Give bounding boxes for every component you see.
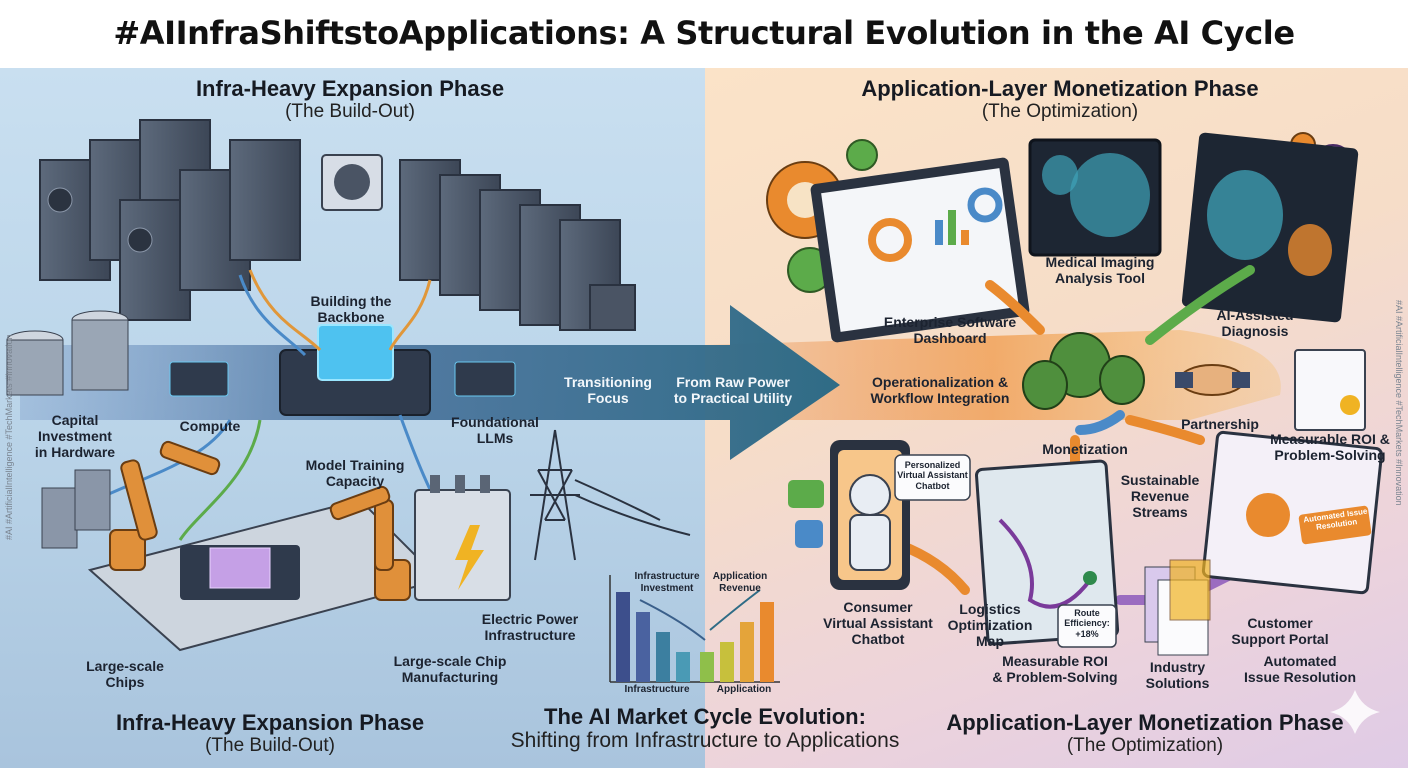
app-bar-1: [700, 652, 714, 682]
label-raw-power: From Raw Power to Practical Utility: [673, 374, 793, 407]
label-manufacturing: Large-scale Chip Manufacturing: [393, 653, 507, 686]
label-power: Electric Power Infrastructure: [481, 611, 579, 644]
main-processor-chip: [279, 324, 431, 416]
app-trend-arrow: [709, 589, 761, 631]
electric-power-unit: [414, 475, 511, 601]
label-resolution: Automated Issue Resolution: [1243, 653, 1357, 686]
label-monetization: Monetization: [1042, 441, 1128, 457]
label-training: Model Training Capacity: [305, 457, 405, 490]
app-bar-2: [720, 642, 734, 682]
compute-chip: [169, 361, 229, 397]
gears: [766, 132, 1354, 293]
side-hashtags-right: #AI #ArtificialIntelligence #TechMarkets…: [1394, 300, 1404, 506]
label-chips: Large-scale Chips: [86, 658, 164, 691]
top-left-phase-sub: (The Build-Out): [285, 101, 415, 123]
medical-imaging-screen: [1028, 138, 1162, 257]
chart-legend-app: Application Revenue: [712, 571, 768, 594]
side-hashtags-left: #AI #ArtificialIntelligence #TechMarkets…: [4, 334, 14, 540]
chatbot-bubble-text: Personalized Virtual Assistant Chatbot: [897, 460, 968, 491]
label-ops: Operationalization & Workflow Integratio…: [870, 374, 1010, 407]
label-chatbot: Consumer Virtual Assistant Chatbot: [823, 599, 933, 648]
top-right-phase-sub: (The Optimization): [981, 101, 1139, 123]
sparkle-icon: [1330, 690, 1380, 734]
document-icon: [1294, 349, 1366, 431]
chart-xlabel-infra: Infrastructure: [624, 684, 690, 695]
label-industry: Industry Solutions: [1145, 659, 1210, 692]
top-left-phase-title: Infra-Heavy Expansion Phase: [195, 76, 505, 101]
server-racks-center: [399, 159, 636, 331]
handshake-icon: [1175, 364, 1250, 396]
label-transition: Transitioning Focus: [564, 374, 652, 407]
label-llms: Foundational LLMs: [451, 414, 539, 447]
app-bar-3: [740, 622, 754, 682]
server-racks-left: [39, 119, 301, 321]
infra-bar-3: [656, 632, 670, 682]
label-partnership: Partnership: [1181, 416, 1259, 432]
bottom-right-phase-title: Application-Layer Monetization Phase: [946, 710, 1344, 735]
bottom-center-title: The AI Market Cycle Evolution:: [544, 704, 866, 729]
dashboard-monitor: [810, 157, 1030, 343]
small-servers: [41, 469, 111, 549]
app-bar-4: [760, 602, 774, 682]
market-cycle-chart: [609, 575, 780, 683]
infra-bar-4: [676, 652, 690, 682]
label-roi-bottom: Measurable ROI & Problem-Solving: [992, 653, 1118, 686]
bottom-left-phase-sub: (The Build-Out): [205, 735, 335, 757]
label-diagnosis: AI-Assisted Diagnosis: [1216, 307, 1294, 340]
support-portal-screen: [1201, 430, 1383, 595]
label-revenue: Sustainable Revenue Streams: [1120, 472, 1200, 521]
chart-legend-infra: Infrastructure Investment: [634, 571, 700, 594]
label-logistics: Logistics Optimization Map: [947, 601, 1033, 650]
label-support: Customer Support Portal: [1231, 615, 1329, 648]
diagnosis-monitor: [1181, 132, 1359, 323]
robotic-arms: [109, 440, 411, 601]
label-dashboard: Enterprise Software Dashboard: [883, 314, 1017, 347]
industry-documents: [1144, 559, 1211, 656]
money-bags: [1022, 332, 1145, 410]
logistics-map: [974, 459, 1120, 648]
chart-xlabel-app: Application: [716, 684, 772, 695]
infra-bar-2: [636, 612, 650, 682]
power-tower: [530, 429, 691, 561]
bottom-left-phase-title: Infra-Heavy Expansion Phase: [115, 710, 425, 735]
route-efficiency-badge: Route Efficiency: +18%: [1064, 608, 1110, 639]
bottom-center-sub: Shifting from Infrastructure to Applicat…: [510, 729, 900, 753]
page-title-bar: #AIInfraShiftstoApplications: A Structur…: [0, 0, 1408, 68]
cooling-fan: [321, 154, 383, 211]
label-backbone: Building the Backbone: [310, 293, 392, 326]
infra-bar-1: [616, 592, 630, 682]
infra-trend-arrow: [639, 599, 706, 641]
label-roi-top: Measurable ROI & Problem-Solving: [1270, 431, 1390, 464]
page-title: #AIInfraShiftstoApplications: A Structur…: [113, 14, 1295, 52]
top-right-phase-title: Application-Layer Monetization Phase: [861, 76, 1259, 101]
label-imaging: Medical Imaging Analysis Tool: [1045, 254, 1155, 287]
bottom-right-phase-sub: (The Optimization): [1066, 735, 1224, 757]
label-capital: Capital Investment in Hardware: [34, 412, 116, 461]
storage-disks: [6, 310, 129, 396]
llm-chip: [454, 361, 516, 397]
label-compute: Compute: [179, 418, 241, 434]
chatbot-phone: [788, 440, 971, 590]
